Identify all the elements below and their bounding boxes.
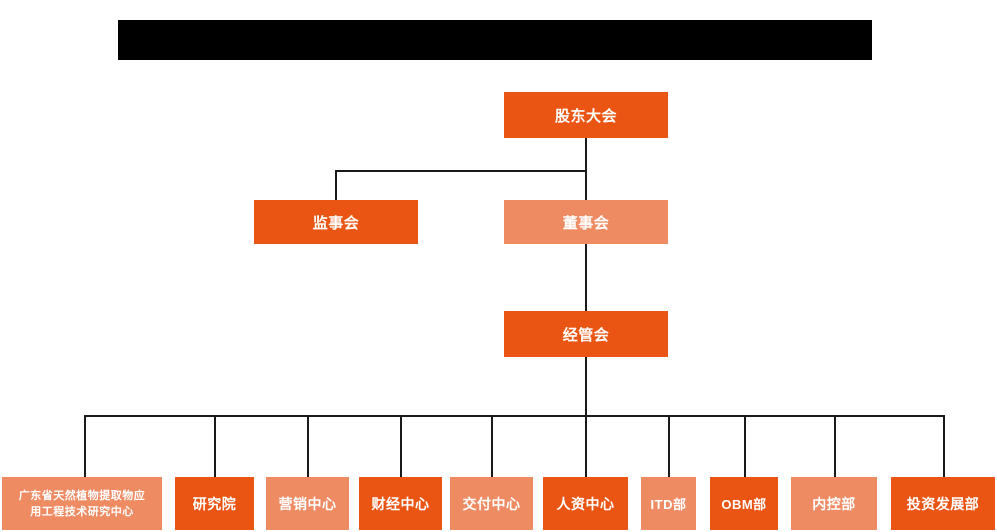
node-internal-control-department-label: 内控部 [812,495,856,512]
node-delivery-center-label: 交付中心 [462,495,521,512]
node-marketing-center[interactable]: 营销中心 [266,477,349,530]
node-obm-department[interactable]: OBM部 [710,477,778,530]
node-marketing-center-label: 营销中心 [278,495,337,512]
node-institute[interactable]: 研究院 [175,477,254,530]
node-internal-control-department[interactable]: 内控部 [791,477,877,530]
node-itd-department[interactable]: ITD部 [641,477,696,530]
node-shareholders-meeting-label: 股东大会 [554,107,617,125]
connector-to-investment [943,415,945,477]
node-hr-center-label: 人资中心 [556,495,615,512]
node-finance-center-label: 财经中心 [371,495,430,512]
connector-management-down [585,357,587,416]
connector-to-itd [668,415,670,477]
connector-to-research-center [84,415,86,477]
node-research-center[interactable]: 广东省天然植物提取物应 用工程技术研究中心 [2,477,162,530]
connector-directors-to-management [585,243,587,311]
node-investment-development-department-label: 投资发展部 [906,495,980,512]
connector-to-obm [744,415,746,477]
node-research-center-label: 广东省天然植物提取物应 用工程技术研究中心 [18,489,146,518]
node-institute-label: 研究院 [192,495,237,512]
connector-to-finance [400,415,402,477]
node-management-committee-label: 经管会 [562,326,610,344]
node-hr-center[interactable]: 人资中心 [543,477,628,530]
node-management-committee[interactable]: 经管会 [504,311,668,357]
node-itd-department-label: ITD部 [650,497,687,512]
connector-to-internal-control [834,415,836,477]
connector-to-hr [585,415,587,477]
node-board-of-directors-label: 董事会 [562,214,610,232]
node-delivery-center[interactable]: 交付中心 [450,477,533,530]
node-board-of-directors[interactable]: 董事会 [504,200,668,244]
connector-to-supervisors [335,170,337,201]
connector-to-delivery [491,415,493,477]
node-shareholders-meeting[interactable]: 股东大会 [504,92,668,138]
node-board-of-supervisors[interactable]: 监事会 [254,200,418,244]
connector-shareholders-down [585,138,587,172]
connector-departments-bus [84,415,944,417]
connector-level2-bus [335,170,587,172]
connector-to-directors [585,170,587,201]
node-investment-development-department[interactable]: 投资发展部 [891,477,995,530]
node-obm-department-label: OBM部 [721,497,767,512]
redacted-title-text [118,20,872,60]
connector-to-institute [214,415,216,477]
node-finance-center[interactable]: 财经中心 [359,477,442,530]
connector-to-marketing [307,415,309,477]
node-board-of-supervisors-label: 监事会 [312,214,360,232]
redacted-title-bar [118,20,872,60]
